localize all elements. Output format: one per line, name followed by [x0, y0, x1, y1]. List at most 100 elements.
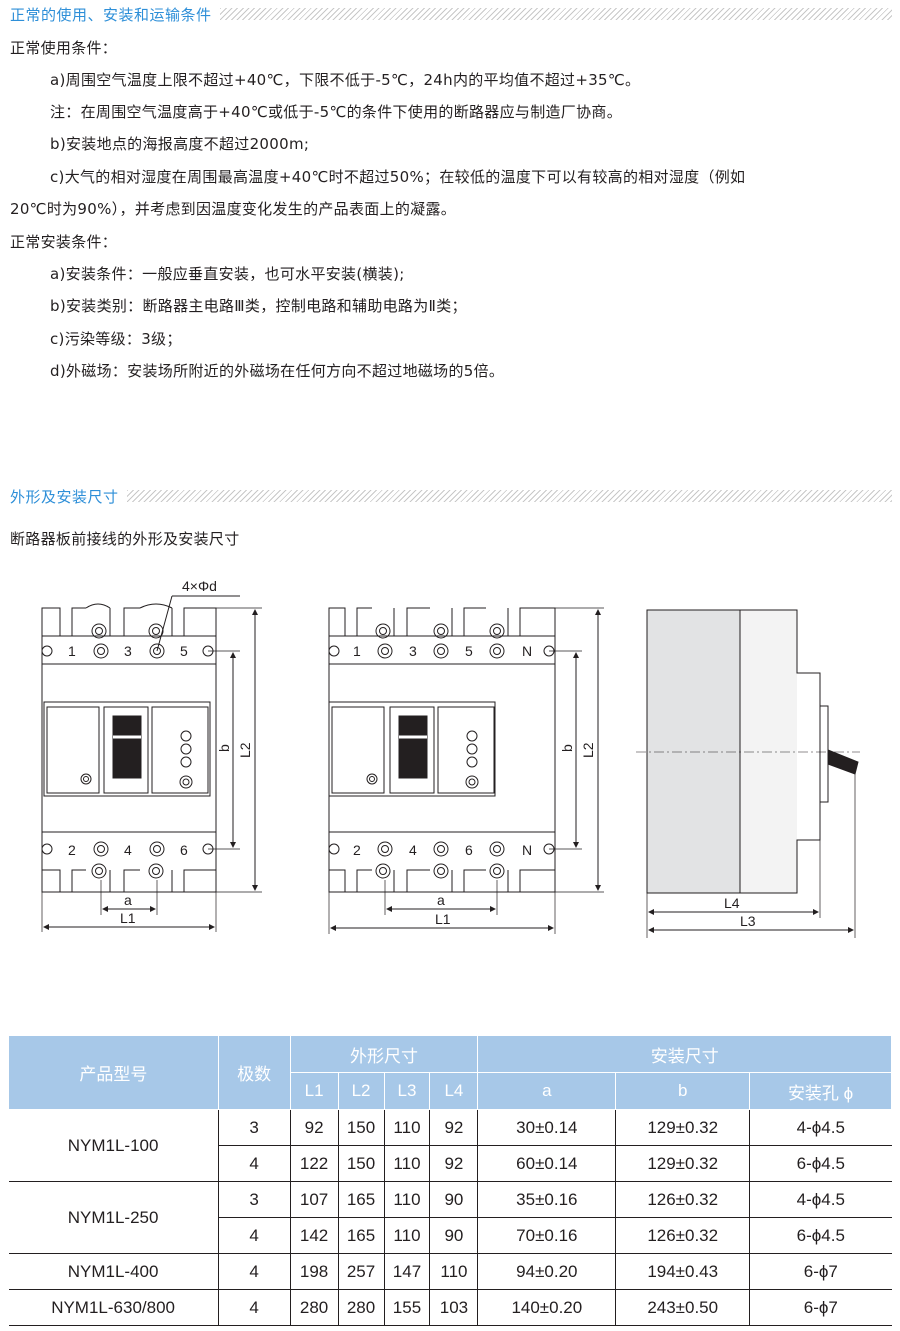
use-b: b)安装地点的海报高度不超过2000m;	[50, 135, 310, 153]
dimension-drawings: 1 3 5 2 4 6 4×Φd L2 b a L1	[41, 578, 860, 938]
dim-L2-label: L2	[237, 742, 253, 758]
diagram-subtitle: 断路器板前接线的外形及安装尺寸	[10, 530, 240, 548]
header-poles: 极数	[217, 1035, 291, 1110]
table-row: NYM1L-400 4 198 257 147 110 94±0.20 194±…	[8, 1253, 892, 1290]
terminal-label: 1	[68, 643, 76, 659]
cell-L3: 110	[383, 1217, 431, 1254]
cell-hole: 4-ϕ4.5	[749, 1181, 892, 1218]
dim-L2-label: L2	[580, 742, 596, 758]
cell-L1: 280	[289, 1289, 339, 1326]
terminal-label: 2	[353, 842, 361, 858]
handle	[398, 715, 428, 779]
terminal-label: 4	[124, 842, 132, 858]
dim-b-label: b	[559, 744, 575, 752]
terminal-label: N	[522, 643, 532, 659]
cell-hole: 6-ϕ4.5	[749, 1217, 892, 1254]
cell-a: 94±0.20	[477, 1253, 617, 1290]
bottom-notches	[42, 869, 216, 892]
cell-model: NYM1L-100	[8, 1109, 219, 1182]
install-heading: 正常安装条件：	[10, 233, 118, 251]
cell-a: 60±0.14	[477, 1145, 617, 1182]
cell-poles: 4	[218, 1145, 291, 1182]
cell-L2: 257	[337, 1253, 385, 1290]
cell-b: 194±0.43	[615, 1253, 751, 1290]
terminal-label: 6	[180, 842, 188, 858]
hole-label: 4×Φd	[182, 578, 217, 594]
spec-table: 产品型号 极数 外形尺寸 安装尺寸 L1 L2 L3 L4 a b 安装孔 ϕ …	[8, 1035, 892, 1326]
dim-L1-label: L1	[120, 910, 136, 926]
handle-panel	[328, 701, 496, 797]
install-c: c)污染等级：3级；	[50, 330, 182, 348]
side-view: L4 L3	[636, 609, 860, 938]
cell-poles: 4	[217, 1289, 291, 1326]
cell-L1: 142	[289, 1217, 339, 1254]
top-notches	[328, 607, 556, 636]
terminal-label: 1	[353, 643, 361, 659]
terminal-label: N	[522, 842, 532, 858]
terminal-label: 6	[465, 842, 473, 858]
header-outline: 外形尺寸	[289, 1035, 479, 1073]
cell-L2: 165	[337, 1217, 385, 1254]
terminal-label: 5	[465, 643, 473, 659]
cell-poles: 4	[217, 1253, 291, 1290]
terminal-label: 4	[409, 842, 417, 858]
cell-poles: 3	[217, 1109, 291, 1146]
front-view-3pole: 1 3 5 2 4 6 4×Φd L2 b a L1	[41, 578, 262, 932]
section-title-dimensions: 外形及安装尺寸	[10, 486, 892, 506]
use-heading: 正常使用条件：	[10, 39, 118, 57]
cell-L3: 110	[383, 1181, 431, 1218]
use-note: 注：在周围空气温度高于+40℃或低于-5℃的条件下使用的断路器应与制造厂协商。	[50, 103, 623, 121]
cell-b: 129±0.32	[615, 1145, 751, 1182]
cell-L2: 165	[337, 1181, 385, 1218]
cell-model: NYM1L-630/800	[8, 1289, 219, 1326]
use-c-line2: 20℃时为90%），并考虑到因温度变化发生的产品表面上的凝露。	[10, 200, 457, 218]
handle-base	[819, 705, 829, 803]
front-view-4pole: 1 3 5 N 2 4 6 N L2 b a L1	[328, 607, 604, 934]
header-L3: L3	[383, 1072, 431, 1110]
table-row: NYM1L-630/800 4 280 280 155 103 140±0.20…	[8, 1289, 892, 1326]
cell-a: 35±0.16	[477, 1181, 617, 1218]
use-a: a)周围空气温度上限不超过+40℃，下限不低于-5℃，24h内的平均值不超过+3…	[50, 71, 641, 89]
bottom-edges	[41, 870, 217, 892]
header-a: a	[477, 1072, 617, 1110]
cell-poles: 3	[217, 1181, 291, 1218]
cell-L3: 110	[383, 1145, 431, 1182]
handle-panel	[43, 701, 211, 797]
window-left	[46, 706, 100, 794]
bottom-notches	[329, 869, 555, 892]
cell-poles: 4	[218, 1217, 291, 1254]
install-b: b)安装类别：断路器主电路Ⅲ类，控制电路和辅助电路为Ⅱ类；	[50, 297, 467, 315]
side-handle	[827, 749, 859, 775]
header-model: 产品型号	[8, 1035, 219, 1110]
hole-leader	[156, 595, 173, 652]
section-title-text: 正常的使用、安装和运输条件	[10, 5, 212, 24]
handle	[112, 715, 142, 779]
header-L2: L2	[337, 1072, 385, 1110]
terminal-screws	[328, 623, 555, 879]
cell-model: NYM1L-400	[8, 1253, 219, 1290]
terminal-label: 3	[409, 643, 417, 659]
header-L1: L1	[289, 1072, 339, 1110]
dim-a-label: a	[124, 892, 132, 908]
cell-L4: 103	[429, 1289, 479, 1326]
cell-L4: 90	[429, 1217, 479, 1254]
terminal-label: 5	[180, 643, 188, 659]
use-c-line1: c)大气的相对湿度在周围最高温度+40℃时不超过50%；在较低的温度下可以有较高…	[50, 168, 746, 186]
top-notches	[41, 607, 217, 636]
terminal-label: 2	[68, 842, 76, 858]
window-right	[151, 706, 209, 794]
cell-L3: 110	[383, 1109, 431, 1146]
terminal-screws	[41, 623, 214, 879]
cell-model: NYM1L-250	[8, 1181, 219, 1254]
header-b: b	[615, 1072, 751, 1110]
cell-L4: 110	[429, 1253, 479, 1290]
dim-L3-label: L3	[740, 913, 756, 929]
hatch-divider	[219, 8, 892, 20]
cell-b: 243±0.50	[615, 1289, 751, 1326]
dim-L1-label: L1	[435, 911, 451, 927]
dim-a-label: a	[437, 892, 445, 908]
cell-L1: 92	[289, 1109, 339, 1146]
cell-L3: 147	[383, 1253, 431, 1290]
cell-L1: 122	[289, 1145, 339, 1182]
cell-L2: 150	[337, 1145, 385, 1182]
